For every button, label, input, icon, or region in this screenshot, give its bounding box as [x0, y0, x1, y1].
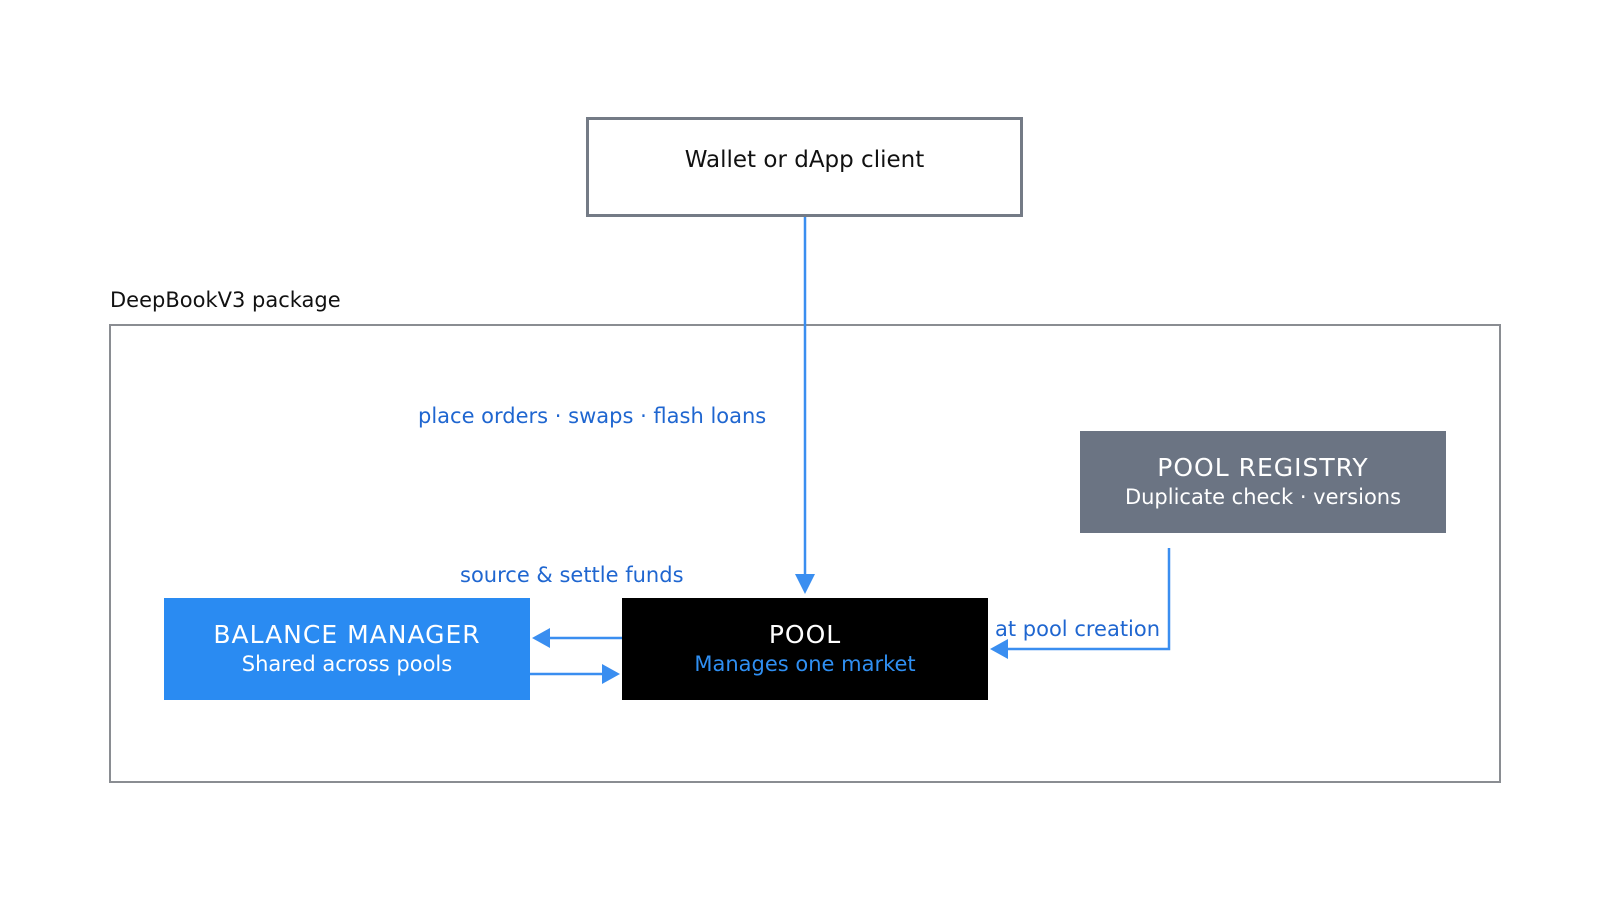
balance-manager-subtitle: Shared across pools — [241, 651, 453, 676]
client-node: Wallet or dApp client — [586, 117, 1023, 217]
edge-label-creation: at pool creation — [995, 617, 1161, 641]
package-label: DeepBookV3 package — [110, 288, 341, 312]
pool-registry-title: POOL REGISTRY — [1157, 452, 1369, 482]
pool-subtitle: Manages one market — [694, 651, 916, 676]
pool-title: POOL — [768, 619, 842, 649]
edge-label-funds: source & settle funds — [460, 563, 684, 587]
balance-manager-node: BALANCE MANAGER Shared across pools — [164, 598, 530, 700]
pool-registry-subtitle: Duplicate check · versions — [1124, 484, 1402, 509]
package-frame — [109, 324, 1501, 783]
pool-node: POOL Manages one market — [622, 598, 988, 700]
pool-registry-node: POOL REGISTRY Duplicate check · versions — [1080, 431, 1446, 533]
balance-manager-title: BALANCE MANAGER — [213, 619, 481, 649]
client-label: Wallet or dApp client — [684, 147, 925, 173]
edge-label-orders: place orders · swaps · flash loans — [418, 404, 767, 428]
